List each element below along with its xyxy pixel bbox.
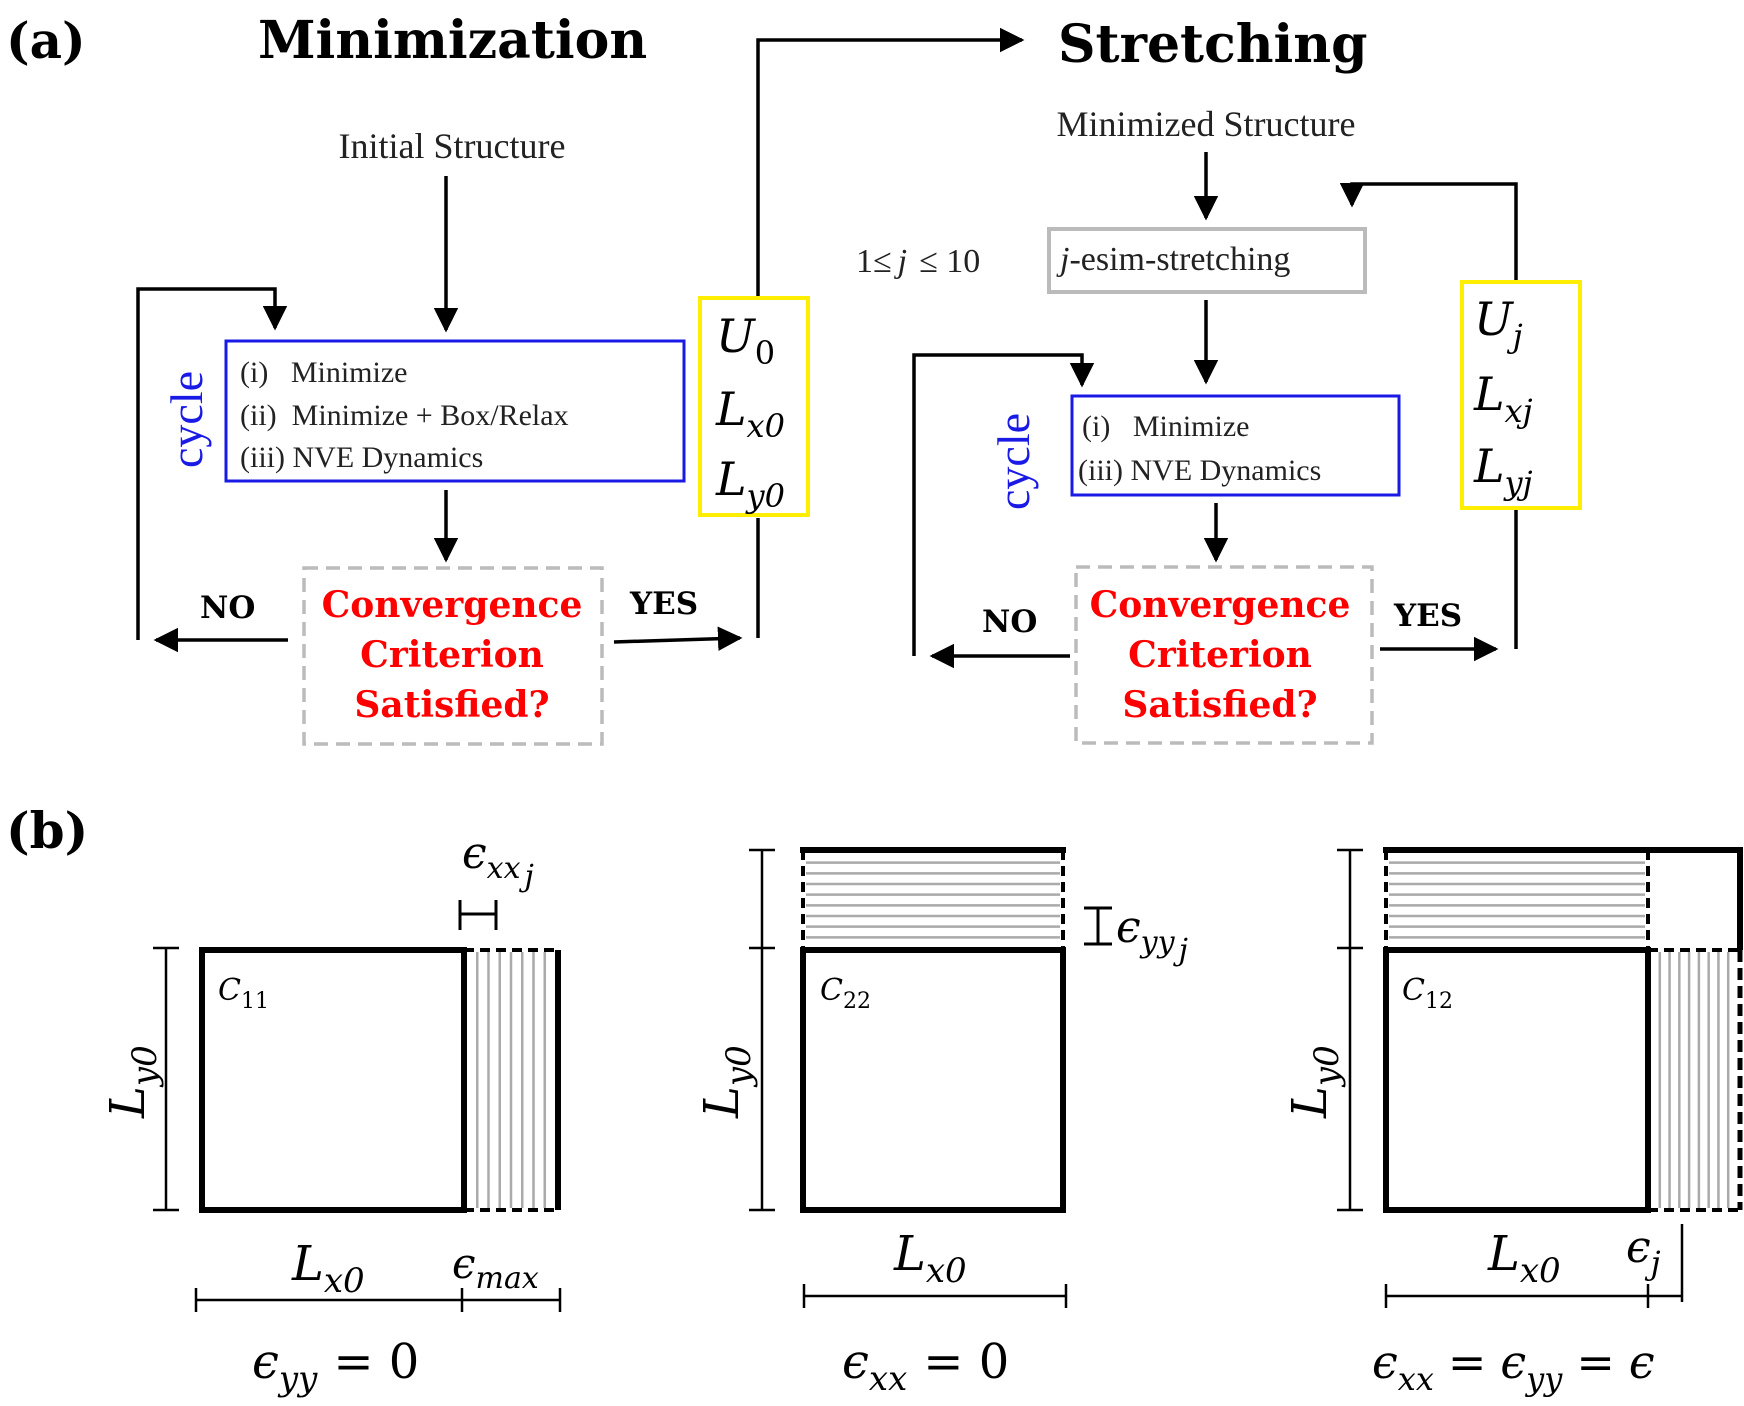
minimization-step-2: (ii) Minimize + Box/Relax xyxy=(240,399,569,432)
c11-stretch-lines xyxy=(476,952,546,1208)
stretching-convergence-line-3: Satisfied? xyxy=(1122,684,1317,726)
stretching-loop-back xyxy=(912,353,1095,656)
stretch-range-label: 1≤j≤ 10 xyxy=(856,243,980,280)
c12-condition: ϵxx=ϵyy=ϵ xyxy=(1372,1335,1655,1398)
stretching-title: Stretching xyxy=(1058,14,1367,75)
stretching-steps-box xyxy=(1070,394,1401,497)
minimization-yes-arrow xyxy=(613,626,743,651)
initial-structure-label: Initial Structure xyxy=(339,126,566,166)
output-lxj: Lxj xyxy=(1473,367,1533,430)
minimization-loop-back xyxy=(136,287,288,640)
c11-emax-label: ϵmax xyxy=(452,1239,539,1296)
stretching-convergence-line-1: Convergence xyxy=(1090,584,1351,626)
stretching-convergence-line-2: Criterion xyxy=(1128,634,1312,676)
output-uj: Uj xyxy=(1474,292,1523,355)
c22-lx-label: Lx0 xyxy=(893,1226,967,1291)
minimization-step-3: (iii) NVE Dynamics xyxy=(240,441,483,474)
panel-a-label: (a) xyxy=(6,11,86,70)
c12-ej-label: ϵj xyxy=(1626,1222,1661,1282)
link-to-stretching-arrow xyxy=(756,27,1025,296)
stretching-step-label: j-esim-stretching xyxy=(1056,241,1290,278)
c22-condition: ϵxx= 0 xyxy=(842,1334,1009,1399)
stretching-loop-top xyxy=(1339,182,1518,280)
c11-ly-label: Ly0 xyxy=(100,1045,165,1119)
stretching-convergence-box xyxy=(1074,565,1374,745)
stretching-step-box xyxy=(1047,227,1367,294)
c12-base-square xyxy=(1383,947,1651,1213)
minimization-no-label: NO xyxy=(200,590,255,626)
minimized-structure-label: Minimized Structure xyxy=(1057,104,1356,144)
c12-outer-edge xyxy=(1383,847,1743,950)
output-ly0: Ly0 xyxy=(715,452,785,515)
c12-name: C12 xyxy=(1402,973,1453,1014)
stretching-yes-label: YES xyxy=(1393,598,1462,634)
stretching-output-box xyxy=(1460,280,1582,510)
output-u0: U0 xyxy=(716,309,775,372)
minimization-steps-box xyxy=(224,339,686,483)
minimization-convergence-box xyxy=(302,566,604,746)
c12-ly-label: Ly0 xyxy=(1282,1045,1347,1119)
c12-stretch-lines xyxy=(1389,861,1730,1208)
c11-base-square xyxy=(199,947,467,1213)
stretching-no-label: NO xyxy=(982,604,1037,640)
minimization-convergence-line-1: Convergence xyxy=(322,584,583,626)
c11-lx-label: Lx0 xyxy=(291,1236,365,1301)
c22-base-square xyxy=(800,947,1066,1213)
output-lx0: Lx0 xyxy=(715,382,785,445)
c22-stretch-lines xyxy=(806,861,1060,939)
minimization-convergence-line-3: Satisfied? xyxy=(354,684,549,726)
minimization-step-1: (i) Minimize xyxy=(240,356,407,389)
output-lyj: Lyj xyxy=(1473,439,1533,502)
stretching-step-1: (i) Minimize xyxy=(1082,410,1249,443)
c22-ly-label: Ly0 xyxy=(694,1045,759,1119)
minimization-title: Minimization xyxy=(258,10,647,71)
panel-b-label: (b) xyxy=(6,801,88,860)
c11-name: C11 xyxy=(218,973,269,1014)
minimization-yes-label: YES xyxy=(629,586,698,622)
minimization-output-box xyxy=(698,296,810,517)
stretching-step-2: (iii) NVE Dynamics xyxy=(1078,454,1321,487)
c12-lx-label: Lx0 xyxy=(1487,1226,1561,1291)
c12-diagram: Ly0 C12 Lx0 ϵj ϵxx=ϵyy=ϵ xyxy=(1282,847,1743,1398)
stretching-cycle-label: cycle xyxy=(988,413,1039,510)
minimization-convergence-line-2: Criterion xyxy=(360,634,544,676)
c22-name: C22 xyxy=(820,973,871,1014)
c11-condition: ϵyy= 0 xyxy=(252,1334,419,1399)
minimization-cycle-label: cycle xyxy=(161,371,212,468)
